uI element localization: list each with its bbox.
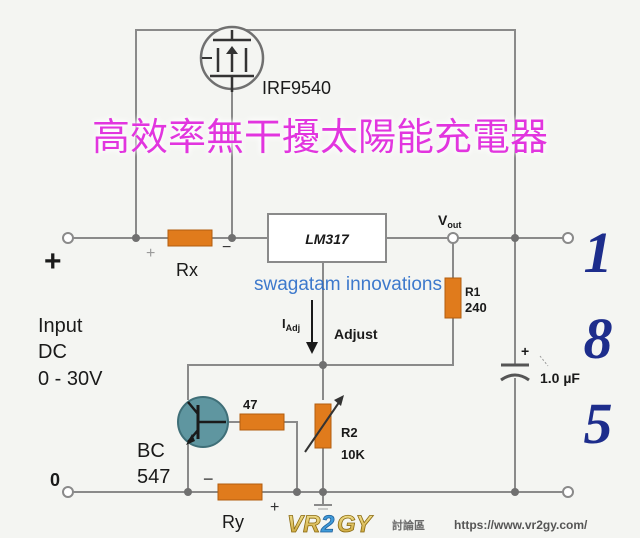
watermark-author: swagatam innovations — [254, 274, 442, 295]
transistor-label-line2: 547 — [137, 466, 170, 488]
capacitor-label: 1.0 µF — [540, 370, 580, 386]
top-rail-wire — [135, 29, 516, 238]
capacitor-symbol — [500, 363, 530, 382]
iadj-arrowhead — [306, 342, 318, 354]
junction-dot — [293, 488, 301, 496]
vout-label: Vout — [438, 212, 461, 230]
rx-plus-sign: + — [146, 245, 155, 262]
r1-name-label: R1 — [465, 285, 481, 299]
r1-bottom-wire — [323, 318, 454, 366]
side-number-digit: 5 — [584, 391, 613, 456]
lm317-regulator — [267, 213, 387, 263]
cap-plus-sign: + — [521, 343, 529, 359]
logo-vr: VR — [287, 511, 321, 538]
bc547-transistor — [177, 396, 229, 448]
input-positive-terminal — [62, 232, 74, 244]
side-number-digit: 8 — [584, 306, 613, 371]
r1-resistor — [444, 277, 462, 319]
ry-label: Ry — [222, 512, 244, 532]
input-label-line1: Input — [38, 315, 83, 337]
iadj-main: I — [282, 316, 286, 331]
adjust-label: Adjust — [334, 326, 378, 342]
mosfet-label: IRF9540 — [262, 78, 331, 98]
junction-dot — [228, 234, 236, 242]
title-text: 高效率無干擾太陽能充電器 — [92, 117, 548, 159]
vout-main: V — [438, 212, 448, 228]
r1-value-label: 240 — [465, 300, 487, 315]
iadj-label: IAdj — [282, 316, 300, 333]
input-negative-terminal — [62, 486, 74, 498]
r2-wiper-arrow — [304, 397, 343, 453]
terminals — [62, 232, 574, 498]
r47-to-ry-wire — [284, 421, 298, 492]
input-label-line3: 0 - 30V — [38, 368, 103, 390]
zero-terminal-label: 0 — [50, 470, 60, 490]
ry-resistor — [217, 483, 263, 501]
mosfet-symbol — [199, 25, 265, 92]
output-negative-terminal — [562, 486, 574, 498]
junction-dot — [511, 488, 519, 496]
junctions — [132, 234, 519, 496]
ry-minus-sign: − — [203, 469, 214, 489]
side-number-digit: 1 — [584, 220, 613, 285]
r2-wiper-arrowhead — [334, 395, 344, 406]
r2-value-label: 10K — [341, 447, 365, 462]
junction-dot — [132, 234, 140, 242]
junction-dot — [511, 234, 519, 242]
positive-terminal-label: + — [44, 245, 62, 278]
junction-dot — [184, 488, 192, 496]
logo-forum: 討論區 — [392, 518, 425, 532]
r2-name-label: R2 — [341, 425, 358, 440]
r47-label: 47 — [243, 397, 257, 412]
r47-resistor — [239, 413, 285, 431]
vout-node — [447, 232, 459, 244]
collector-wire — [187, 364, 323, 400]
junction-dot — [319, 488, 327, 496]
input-label-line2: DC — [38, 341, 67, 363]
rx-label: Rx — [176, 260, 198, 280]
rx-resistor — [167, 229, 213, 247]
transistor-label-line1: BC — [137, 440, 165, 462]
capacitor-label-leader — [539, 355, 549, 367]
rx-minus-sign: − — [222, 239, 231, 256]
iadj-sub: Adj — [286, 323, 301, 333]
footer-logo: VR 2 GY 討論區 https://www.vr2gy.com/ — [284, 508, 640, 538]
junction-dot — [319, 361, 327, 369]
regulator-label: LM317 — [305, 231, 350, 247]
ry-plus-sign: + — [270, 499, 279, 516]
output-positive-terminal — [562, 232, 574, 244]
logo-2: 2 — [320, 511, 335, 538]
footer-url[interactable]: https://www.vr2gy.com/ — [454, 518, 588, 532]
logo-gy: GY — [337, 511, 374, 538]
vout-sub: out — [447, 220, 461, 230]
